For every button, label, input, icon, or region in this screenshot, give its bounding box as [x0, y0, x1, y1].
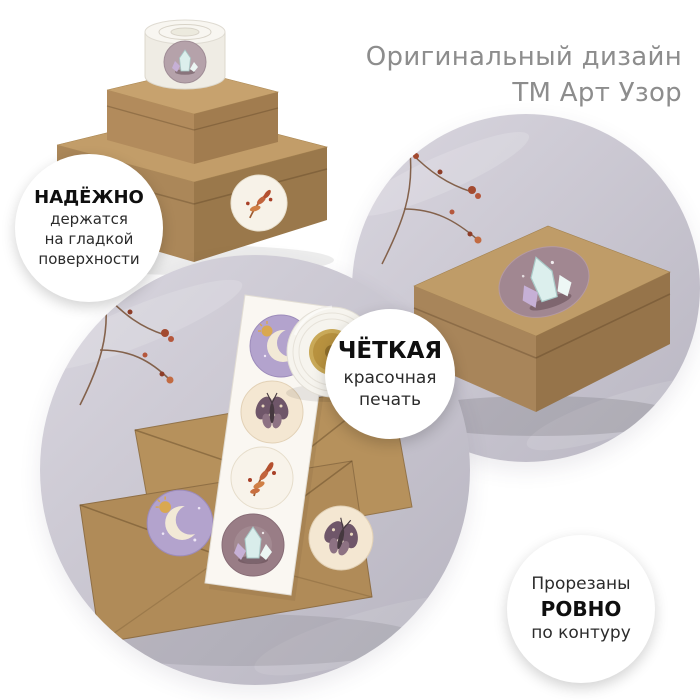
- badge-cut-line: по контуру: [531, 623, 631, 644]
- brand-title-line1: Оригинальный дизайн: [365, 42, 682, 72]
- badge-print-line: печать: [359, 390, 421, 411]
- crystal-sticker: [163, 40, 207, 84]
- kraft-box-closeup: [413, 225, 671, 412]
- moon-sticker: [146, 489, 214, 557]
- branch-sticker: [230, 446, 294, 510]
- badge-print: ЧЁТКАЯ красочная печать: [325, 309, 455, 439]
- crystal-sticker: [221, 513, 285, 577]
- crystal-sticker: [498, 246, 590, 318]
- badge-cut: Прорезаны РОВНО по контуру: [507, 535, 655, 683]
- badge-adhesion-line: держатся: [50, 210, 128, 229]
- brand-title-line2: ТМ Арт Узор: [512, 77, 682, 108]
- badge-print-line: красочная: [343, 367, 437, 388]
- badge-adhesion-emphasis: НАДЁЖНО: [34, 187, 144, 209]
- badge-cut-emphasis: РОВНО: [540, 596, 622, 621]
- sticker-roll: [144, 19, 226, 90]
- brand-title: Оригинальный дизайн ТМ Арт Узор: [348, 40, 686, 112]
- badge-adhesion-line: поверхности: [38, 249, 140, 268]
- floral-sticker: [230, 174, 288, 232]
- badge-adhesion-line: на гладкой: [44, 229, 134, 248]
- badge-print-emphasis: ЧЁТКАЯ: [337, 338, 443, 365]
- badge-cut-line: Прорезаны: [531, 574, 631, 595]
- badge-adhesion: НАДЁЖНО держатся на гладкой поверхности: [15, 154, 163, 302]
